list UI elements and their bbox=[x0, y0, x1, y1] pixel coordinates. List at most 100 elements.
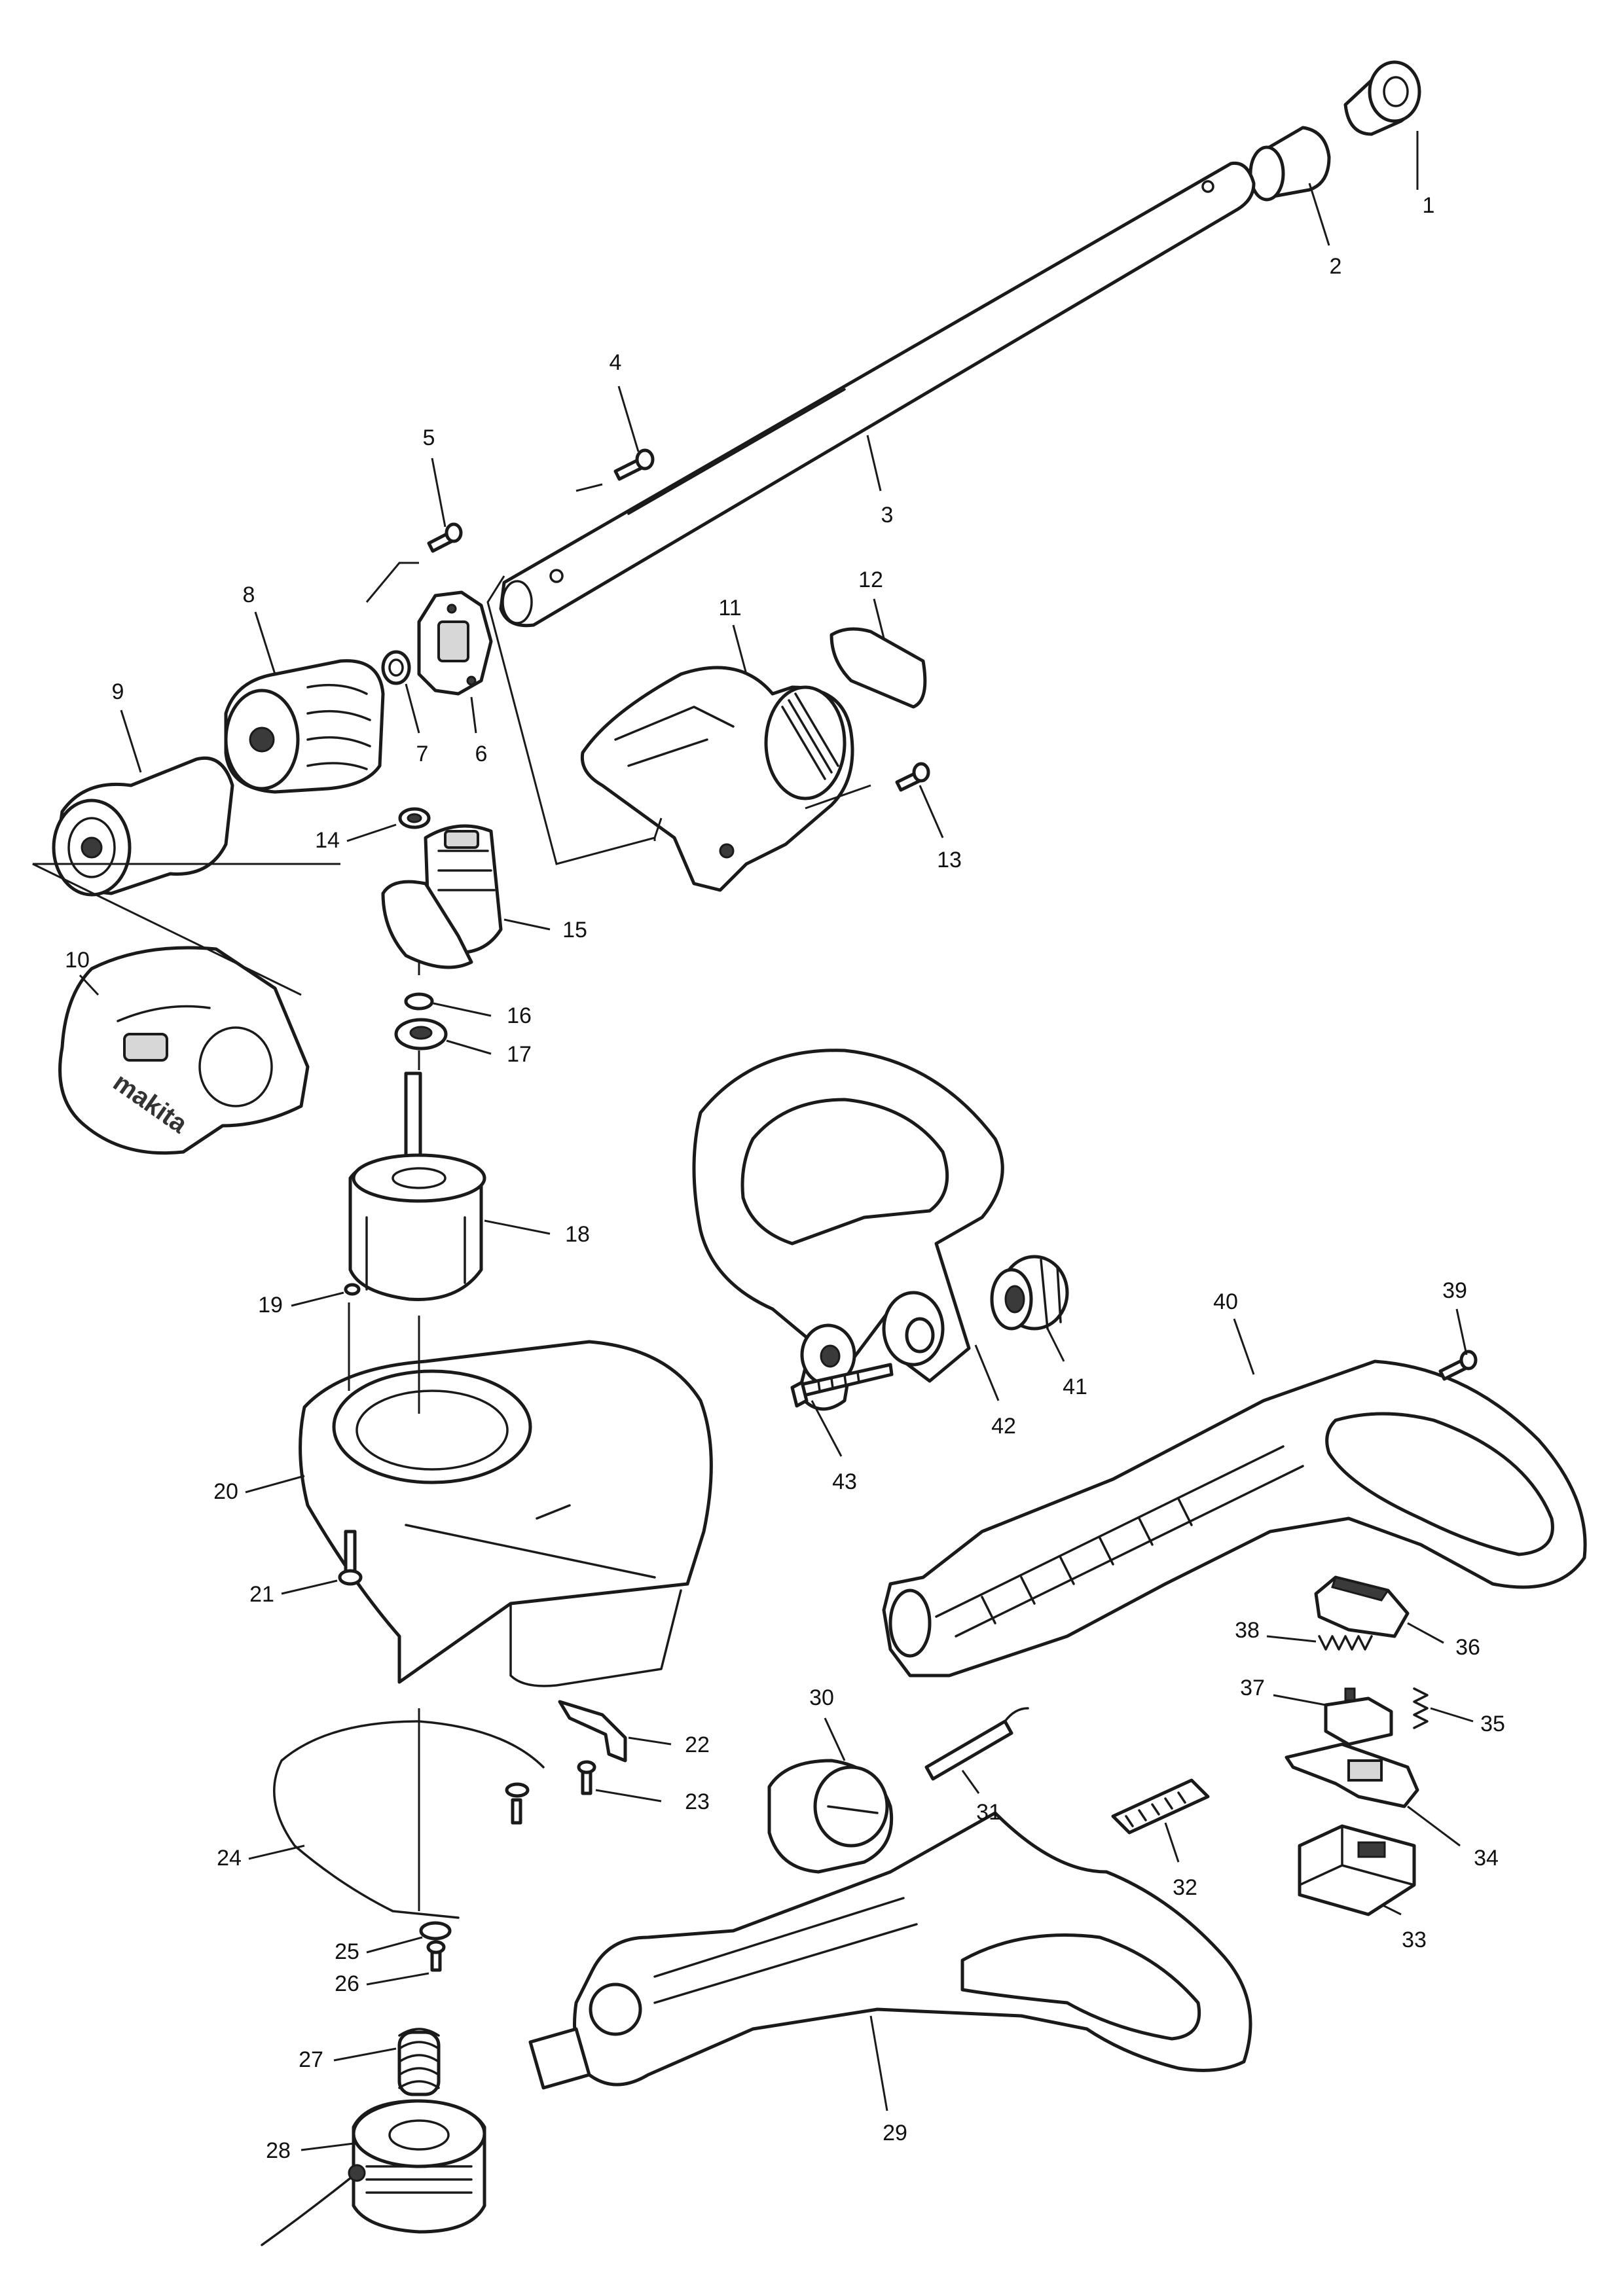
part-number: 32 bbox=[1173, 1875, 1197, 1900]
part-number: 12 bbox=[858, 567, 883, 592]
label-12: 12 bbox=[858, 567, 885, 639]
label-30: 30 bbox=[809, 1685, 846, 1761]
label-25: 25 bbox=[335, 1936, 423, 1964]
label-34: 34 bbox=[1407, 1805, 1499, 1871]
part-number: 30 bbox=[809, 1685, 834, 1710]
part-number: 3 bbox=[881, 503, 894, 528]
part-30-cord-knob bbox=[767, 1759, 894, 1874]
label-18: 18 bbox=[484, 1219, 590, 1247]
part-31-pin bbox=[924, 1707, 1029, 1781]
part-35-spring bbox=[1413, 1687, 1429, 1729]
part-number: 31 bbox=[976, 1800, 1001, 1825]
part-number: 34 bbox=[1474, 1846, 1499, 1871]
part-number: 26 bbox=[335, 1971, 359, 1996]
label-42: 42 bbox=[974, 1344, 1016, 1439]
part-number: 27 bbox=[299, 2047, 323, 2072]
part-29-rear-grip bbox=[528, 1811, 1252, 2090]
part-number: 16 bbox=[507, 1003, 532, 1028]
part-number: 41 bbox=[1063, 1374, 1087, 1399]
part-20-guard bbox=[299, 1340, 713, 1687]
part-10-motor-cover: makita bbox=[58, 946, 310, 1155]
part-number: 1 bbox=[1423, 193, 1435, 218]
part-number: 20 bbox=[213, 1479, 238, 1504]
part-number: 38 bbox=[1235, 1618, 1260, 1643]
label-15: 15 bbox=[503, 918, 587, 942]
label-27: 27 bbox=[299, 2047, 397, 2072]
part-23-screw bbox=[577, 1760, 596, 1795]
label-40: 40 bbox=[1213, 1289, 1255, 1375]
part-number: 18 bbox=[565, 1222, 590, 1247]
part-42-front-handle bbox=[692, 1049, 1004, 1411]
part-17-bearing bbox=[394, 1018, 448, 1050]
part-4-screw bbox=[613, 448, 655, 481]
label-41: 41 bbox=[1046, 1328, 1087, 1399]
label-24: 24 bbox=[217, 1844, 305, 1871]
label-32: 32 bbox=[1164, 1822, 1197, 1900]
label-5: 5 bbox=[423, 425, 447, 528]
part-12-label-plate bbox=[830, 627, 927, 709]
part-number: 40 bbox=[1213, 1289, 1238, 1314]
part-number: 33 bbox=[1402, 1928, 1427, 1952]
label-36: 36 bbox=[1407, 1622, 1480, 1660]
part-number: 22 bbox=[685, 1732, 710, 1757]
part-number: 29 bbox=[883, 2121, 907, 2145]
part-5-screw bbox=[427, 522, 463, 553]
label-38: 38 bbox=[1235, 1618, 1317, 1643]
part-34-lock-lever bbox=[1285, 1742, 1419, 1808]
part-number: 15 bbox=[562, 918, 587, 942]
label-37: 37 bbox=[1240, 1676, 1326, 1706]
part-24-wire-guide bbox=[273, 1720, 545, 1919]
part-25-washer bbox=[419, 1921, 452, 1941]
label-11: 11 bbox=[718, 596, 748, 675]
part-19-o-ring bbox=[344, 1283, 361, 1296]
label-26: 26 bbox=[335, 1971, 429, 1996]
part-36-trigger bbox=[1314, 1575, 1410, 1638]
label-1: 1 bbox=[1416, 131, 1435, 218]
part-8-gear-housing bbox=[224, 659, 385, 794]
part-number: 21 bbox=[249, 1582, 274, 1607]
label-43: 43 bbox=[811, 1400, 857, 1494]
label-13: 13 bbox=[919, 785, 962, 872]
label-14: 14 bbox=[315, 823, 397, 853]
part-number: 14 bbox=[315, 828, 340, 853]
part-7-spacer bbox=[381, 650, 411, 685]
part-number: 36 bbox=[1455, 1635, 1480, 1660]
part-40-handle-half bbox=[882, 1359, 1587, 1677]
label-20: 20 bbox=[213, 1475, 305, 1504]
part-3-shaft-tube bbox=[499, 161, 1256, 628]
part-15-motor bbox=[381, 824, 503, 969]
label-35: 35 bbox=[1430, 1707, 1505, 1736]
part-number: 25 bbox=[335, 1939, 359, 1964]
label-8: 8 bbox=[243, 583, 276, 675]
part-33-switch-body bbox=[1298, 1824, 1416, 1916]
label-3: 3 bbox=[866, 435, 894, 528]
label-33: 33 bbox=[1381, 1903, 1427, 1952]
part-number: 24 bbox=[217, 1846, 242, 1871]
part-number: 17 bbox=[507, 1042, 532, 1067]
part-14-bearing bbox=[398, 807, 431, 829]
label-21: 21 bbox=[249, 1579, 338, 1607]
label-39: 39 bbox=[1442, 1278, 1468, 1355]
part-1-end-cap bbox=[1343, 60, 1421, 136]
part-number: 35 bbox=[1480, 1712, 1505, 1736]
label-4: 4 bbox=[610, 350, 640, 452]
part-number: 19 bbox=[258, 1293, 283, 1318]
part-number: 11 bbox=[718, 596, 741, 620]
label-16: 16 bbox=[433, 1002, 532, 1028]
part-26-screw bbox=[426, 1940, 446, 1972]
part-number: 7 bbox=[416, 742, 429, 766]
part-number: 28 bbox=[266, 2138, 291, 2163]
label-9: 9 bbox=[112, 679, 142, 773]
part-21-screw bbox=[338, 1530, 363, 1586]
part-18-fan-spindle bbox=[348, 1071, 486, 1301]
label-10: 10 bbox=[65, 948, 100, 996]
part-number: 42 bbox=[991, 1414, 1016, 1439]
part-number: 13 bbox=[937, 848, 962, 872]
label-29: 29 bbox=[869, 2015, 907, 2145]
part-41-knob bbox=[990, 1255, 1069, 1331]
label-17: 17 bbox=[446, 1039, 532, 1067]
part-16-washer bbox=[404, 992, 434, 1011]
part-number: 37 bbox=[1240, 1676, 1265, 1700]
part-number: 6 bbox=[475, 742, 488, 766]
